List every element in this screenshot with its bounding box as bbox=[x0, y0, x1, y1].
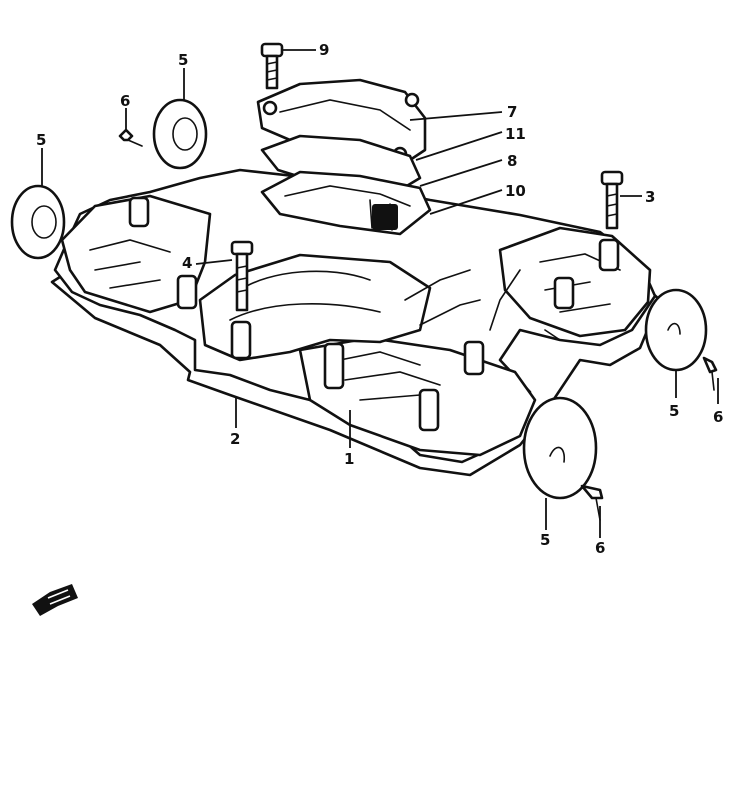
callout-9: 9 bbox=[319, 41, 329, 59]
cover-bolt-bosses bbox=[128, 196, 620, 432]
left-upper-cap bbox=[152, 98, 208, 170]
bolt-9 bbox=[260, 42, 284, 90]
callout-11: 11 bbox=[505, 125, 526, 143]
callout-10: 10 bbox=[505, 182, 526, 200]
callout-6-bottom: 6 bbox=[595, 539, 605, 557]
bolt-4 bbox=[230, 240, 254, 312]
screw-6-bottom bbox=[580, 484, 604, 521]
callout-5-left: 5 bbox=[36, 131, 46, 149]
callout-2: 2 bbox=[230, 430, 240, 448]
front-direction-arrow bbox=[32, 584, 78, 616]
right-lower-cap bbox=[522, 396, 598, 500]
callout-5-top-left: 5 bbox=[178, 51, 188, 69]
screw-6-right bbox=[702, 356, 718, 391]
bolt-3 bbox=[600, 170, 624, 230]
callout-8: 8 bbox=[507, 152, 517, 170]
screw-6-left bbox=[118, 128, 143, 147]
callout-4: 4 bbox=[182, 254, 192, 272]
callout-7: 7 bbox=[507, 103, 517, 121]
callout-leaders bbox=[41, 49, 719, 538]
callout-6-left: 6 bbox=[120, 92, 130, 110]
callout-5-right: 5 bbox=[669, 402, 679, 420]
callout-3: 3 bbox=[645, 188, 655, 206]
callout-6-right: 6 bbox=[713, 408, 723, 426]
right-upper-cap bbox=[644, 288, 708, 372]
left-lower-cap bbox=[10, 184, 66, 260]
callout-1: 1 bbox=[344, 450, 354, 468]
callout-5-bottom: 5 bbox=[540, 531, 550, 549]
